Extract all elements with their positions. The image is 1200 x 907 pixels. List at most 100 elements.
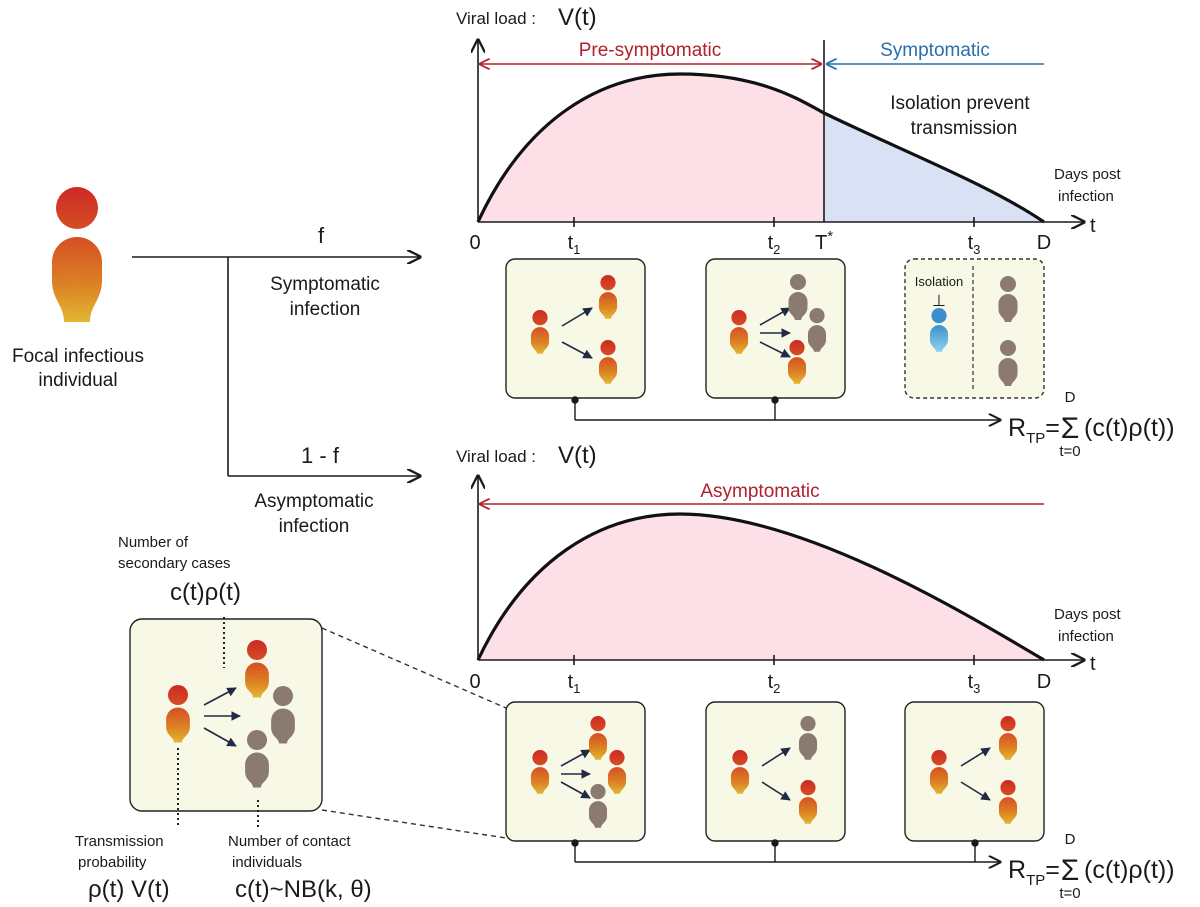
transmission-prob-expr: ρ(t) V(t) [88, 876, 170, 903]
infected-contact-figure [588, 716, 608, 760]
top-axis-variable: t [1090, 215, 1096, 237]
branch-bottom-fraction: 1 - f [301, 443, 340, 468]
branch-bottom-label-line2: infection [279, 516, 350, 537]
branch-top-label-line2: infection [290, 299, 361, 320]
focal-label-line1: Focal infectious [12, 346, 144, 367]
infected-contact-figure [598, 275, 618, 319]
uninfected-contact-figure [588, 784, 608, 828]
contact-number-line2: individuals [232, 854, 302, 871]
infected-contact-figure [607, 750, 627, 794]
uninfected-contact-figure [807, 308, 827, 352]
infected-contact-figure [787, 340, 807, 384]
branch-top-fraction: f [318, 223, 325, 248]
contact-arrow [561, 341, 593, 359]
bottom-tick-d: D [1037, 671, 1051, 693]
infector-figure [730, 750, 750, 794]
bottom-viral-load-curve [476, 512, 1045, 662]
bottom-tick-t1: t1 [568, 671, 581, 696]
top-tick-d: D [1037, 232, 1051, 254]
uninfected-contact-figure [798, 716, 818, 760]
bottom-axis-variable: t [1090, 653, 1096, 675]
svg-text:D: D [1065, 389, 1076, 406]
secondary-cases-expr: c(t)ρ(t) [170, 579, 241, 606]
bottom-rtp-formula: RTP= Σ D t=0 (c(t)ρ(t)) [1008, 831, 1175, 902]
top-tick-marks [573, 217, 975, 227]
top-panel-t1 [505, 258, 646, 399]
bottom-ylabel-prefix: Viral load : [456, 447, 536, 466]
bottom-asymptomatic-label: Asymptomatic [700, 481, 819, 502]
focal-body [52, 237, 102, 322]
svg-text:t=0: t=0 [1059, 443, 1080, 460]
svg-text:t=0: t=0 [1059, 885, 1080, 902]
top-viral-load-curve [476, 72, 1045, 224]
top-ylabel-symbol: V(t) [558, 4, 597, 31]
top-xlabel-line2: infection [1058, 188, 1114, 205]
bottom-origin-label: 0 [469, 671, 480, 693]
contact-arrow [203, 727, 237, 747]
bottom-xlabel-line1: Days post [1054, 606, 1122, 623]
branch-top-label-line1: Symptomatic [270, 274, 380, 295]
top-viral-load-chart [478, 40, 1084, 227]
top-tick-t2: t2 [768, 232, 781, 257]
detail-uninfected-contact-figure [245, 730, 269, 788]
bottom-contact-panels [505, 701, 1045, 842]
focal-label-line2: individual [38, 370, 117, 391]
contact-arrow [560, 749, 591, 767]
isolated-infector-figure [929, 308, 949, 352]
svg-text:Σ: Σ [1061, 412, 1080, 445]
transmission-prob-line1: Transmission [75, 833, 164, 850]
top-tick-t3: t3 [968, 232, 981, 257]
contact-arrow [203, 687, 237, 706]
contact-arrow [561, 307, 593, 327]
svg-text:RTP=: RTP= [1008, 414, 1060, 447]
infected-contact-figure [998, 716, 1018, 760]
infector-figure [530, 750, 550, 794]
top-tick-tstar: T* [815, 228, 833, 254]
bottom-panel-t3 [904, 701, 1045, 842]
top-presymptomatic-area [478, 74, 824, 222]
top-contact-panels [505, 258, 1045, 399]
detail-infector-figure [166, 685, 190, 743]
infected-contact-figure [798, 780, 818, 824]
svg-text:(c(t)ρ(t)): (c(t)ρ(t)) [1084, 414, 1175, 442]
svg-text:Σ: Σ [1061, 854, 1080, 887]
focal-head [56, 187, 98, 229]
top-isolation-line1: Isolation prevent [890, 93, 1030, 114]
isolation-label: Isolation [915, 274, 963, 289]
bottom-panel-t2 [705, 701, 846, 842]
top-xlabel-line1: Days post [1054, 166, 1122, 183]
top-origin-label: 0 [469, 232, 480, 254]
contact-number-line1: Number of contact [228, 833, 351, 850]
transmission-prob-line2: probability [78, 854, 147, 871]
top-symptomatic-label: Symptomatic [880, 40, 990, 61]
bottom-asymptomatic-area [478, 514, 1044, 660]
top-presymptomatic-label: Pre-symptomatic [579, 40, 722, 61]
uninfected-contact-figure [998, 340, 1018, 386]
focal-individual [52, 187, 102, 322]
bottom-xlabel-line2: infection [1058, 628, 1114, 645]
contact-arrow [960, 747, 991, 767]
detail-uninfected-contact-figure [271, 686, 295, 744]
contact-arrow [759, 341, 791, 358]
isolation-symbol: ⊥ [932, 293, 946, 310]
uninfected-contact-figure [998, 276, 1018, 322]
contact-number-expr: c(t)~NB(k, θ) [235, 876, 372, 903]
top-tick-t1: t1 [568, 232, 581, 257]
top-ylabel-prefix: Viral load : [456, 9, 536, 28]
bottom-tick-t2: t2 [768, 671, 781, 696]
branch-lines [132, 257, 420, 476]
detail-inset [129, 617, 507, 839]
contact-arrow [960, 781, 991, 801]
infector-figure [530, 310, 550, 354]
secondary-cases-line1: Number of [118, 534, 189, 551]
detail-infected-contact-figure [245, 640, 269, 698]
bottom-tick-marks [573, 655, 975, 665]
infector-figure [929, 750, 949, 794]
contact-arrow [759, 307, 791, 326]
branch-bottom-label-line1: Asymptomatic [254, 491, 373, 512]
contact-arrow [761, 747, 791, 767]
bottom-sum-connector [571, 839, 1000, 862]
svg-text:D: D [1065, 831, 1076, 848]
